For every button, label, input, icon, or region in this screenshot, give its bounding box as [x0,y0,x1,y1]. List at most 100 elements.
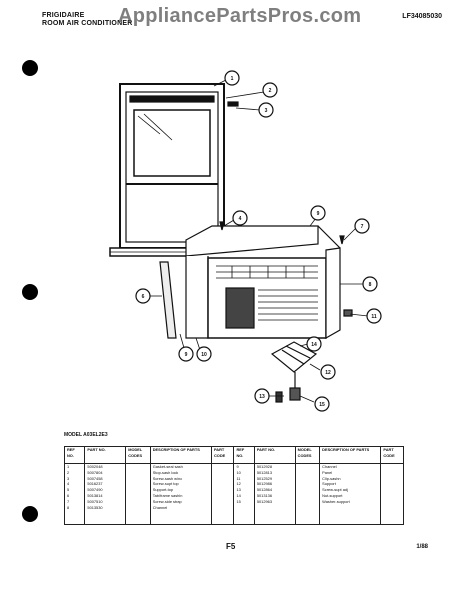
ref-cell: 10 [233,469,255,476]
code-cell [380,498,404,505]
col-header-ref: REF NO. [233,446,255,464]
brand-name: FRIGIDAIRE [42,12,85,19]
code-cell [210,469,235,476]
code-cell [380,492,404,499]
ref-cell: 5 [63,487,86,493]
table-row: 5 5007490 Support-top 13 5012864 Screw-s… [63,487,404,493]
part-cell: 5007510 [84,498,127,505]
col-header-part: PART NO. [84,446,127,464]
part-cell: 5016237 [84,481,127,488]
window-outer-frame [119,83,225,249]
desc-cell: Washer-support [319,498,382,505]
part-cell: 5012986 [253,481,296,488]
revision-date: 1/88 [416,544,428,550]
code-cell [380,481,404,488]
callout-label: 9 [317,211,320,217]
callout-8 [362,276,378,292]
part-cell: 5012928 [253,463,296,470]
callout-2 [262,82,278,98]
ref-cell: 7 [63,498,86,505]
table-row: 8 5013530 Channel [63,504,404,511]
callout-label: 11 [371,314,377,320]
part-cell: 5007804 [84,469,127,476]
binder-hole-top [22,60,38,76]
code-cell [210,463,235,470]
part-cell [253,504,296,511]
callout-label: 12 [325,370,331,376]
ref-cell: 13 [233,487,255,493]
callout-label: 10 [201,352,207,358]
callout-label: 1 [231,76,234,82]
code-cell [380,475,404,482]
col-header-model: MODEL CODES [294,446,321,464]
callout-12 [320,364,336,380]
part-cell: 5012813 [253,469,296,476]
spacer-cell [84,510,127,526]
code-cell [380,469,404,476]
document-header: FRIGIDAIRE ROOM AIR CONDITIONER [42,12,132,28]
callout-14 [306,336,322,352]
binder-hole-bottom [22,506,38,522]
callout-label: 13 [259,394,265,400]
ref-cell: 12 [233,481,255,488]
callout-15 [314,396,330,412]
table-header-row: REF NO. PART NO. MODEL CODES DESCRIPTION… [63,446,404,464]
desc-cell: Nut-support [319,492,382,499]
table-row-spacer [63,510,404,526]
callout-label: 6 [142,294,145,300]
code-cell [210,487,235,493]
ref-cell [233,504,255,511]
desc-cell: Channel [319,463,382,470]
part-cell: 5013530 [84,504,127,511]
part-cell: 5013814 [84,492,127,499]
col-header-part: PART NO. [253,446,296,464]
table-row: 3 5007458 Screw-sash w/nc 11 5012529 Cli… [63,475,404,482]
ref-cell: 9 [233,463,255,470]
table-row: 6 5013814 Tab/frame sashln 14 5013136 Nu… [63,492,404,499]
callout-label: 9 [185,352,188,358]
callout-10 [196,346,212,362]
cabinet-top [185,225,319,257]
ref-cell: 14 [233,492,255,499]
part-cell: 5013136 [253,492,296,499]
ref-cell: 3 [63,475,86,482]
callout-label: 14 [311,342,317,348]
window-glass [133,109,211,177]
callout-label: 2 [269,88,272,94]
code-cell [210,475,235,482]
desc-cell: Panel [319,469,382,476]
spacer-cell [233,510,255,526]
code-cell [380,504,404,511]
table-row: 4 5016237 Screw-supt top 12 5012986 Supp… [63,481,404,488]
callout-label: 7 [361,224,364,230]
right-channel [325,247,341,340]
page-number: F5 [226,542,236,551]
col-header-model: MODEL CODES [125,446,151,464]
spacer-cell [63,510,86,526]
code-cell [210,498,235,505]
callout-4 [232,210,248,226]
callout-label: 15 [319,402,325,408]
spacer-cell [149,510,212,526]
callout-label: 8 [369,282,372,288]
part-cell: 5002048 [84,463,127,470]
callout-11 [366,308,382,324]
table-row: 1 5002048 Gasket-seal sash 9 5012928 Cha… [63,463,404,470]
ref-cell: 1 [63,463,86,470]
desc-cell [319,504,382,511]
spacer-cell [319,510,382,526]
ref-cell: 4 [63,481,86,488]
part-cell: 5012529 [253,475,296,482]
callout-label: 3 [265,108,268,114]
table-row: 7 5007510 Screw-side strap 15 5012963 Wa… [63,498,404,505]
spacer-cell [210,510,235,526]
callout-1 [224,70,240,86]
model-label: MODEL A03EL2E3 [64,432,108,438]
document-part-number: LF34085030 [402,13,442,20]
desc-cell: Clip-sashn [319,475,382,482]
spacer-cell [294,510,321,526]
code-cell [380,487,404,493]
callout-3 [258,102,274,118]
spacer-cell [125,510,151,526]
callout-7 [354,218,370,234]
